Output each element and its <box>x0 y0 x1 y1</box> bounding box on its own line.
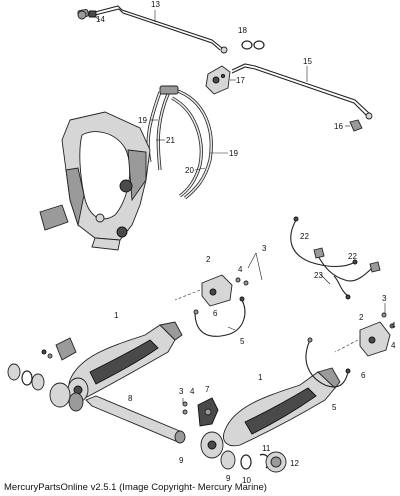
callout-17: 17 <box>236 76 245 85</box>
callout-5a: 5 <box>240 337 245 346</box>
sender-plate-right <box>334 312 395 357</box>
hoses-19-21 <box>146 85 213 200</box>
callout-labels: 13 14 18 15 17 16 19 21 19 20 22 22 23 3… <box>96 0 396 485</box>
callout-9b: 9 <box>226 474 231 483</box>
callout-16: 16 <box>334 122 343 131</box>
o-rings-18 <box>241 40 265 50</box>
callout-7: 7 <box>205 385 210 394</box>
lead-wire-left <box>193 296 246 337</box>
callout-20: 20 <box>185 166 194 175</box>
callout-6a: 6 <box>213 309 218 318</box>
fitting-14 <box>77 10 87 20</box>
leader-lines <box>93 10 386 404</box>
callout-4d: 4 <box>190 387 195 396</box>
callout-2a: 2 <box>206 255 211 264</box>
callout-23: 23 <box>314 271 323 280</box>
callout-3a: 3 <box>262 244 267 253</box>
gimbal-housing <box>39 111 151 251</box>
callout-2b: 2 <box>359 313 364 322</box>
callout-19a: 19 <box>138 116 147 125</box>
tube-15 <box>231 63 373 120</box>
callout-6b: 6 <box>361 371 366 380</box>
callout-5b: 5 <box>332 403 337 412</box>
copyright-footer: MercuryPartsOnline v2.5.1 (Image Copyrig… <box>4 482 267 493</box>
callout-19b: 19 <box>229 149 238 158</box>
callout-22a: 22 <box>300 232 309 241</box>
fitting-16 <box>349 119 363 132</box>
callout-1b: 1 <box>258 373 263 382</box>
tube-13 <box>77 5 228 54</box>
callout-10: 10 <box>242 476 251 485</box>
sender-plate-left <box>174 274 249 307</box>
pivot-stack-left <box>7 337 84 412</box>
callout-4c: 4 <box>391 341 396 350</box>
callout-12: 12 <box>290 459 299 468</box>
manifold-17 <box>205 65 231 95</box>
callout-4a: 4 <box>238 265 243 274</box>
callout-4b: 4 <box>391 321 396 330</box>
callout-11: 11 <box>262 444 271 453</box>
callout-3c: 3 <box>179 387 184 396</box>
sender-7 <box>182 397 219 427</box>
pivot-shaft-8 <box>85 395 186 444</box>
callout-8: 8 <box>128 394 133 403</box>
trim-cylinder-right <box>200 367 341 459</box>
callout-22b: 22 <box>348 252 357 261</box>
callout-1a: 1 <box>114 311 119 320</box>
trim-cylinder-left <box>67 321 183 403</box>
lead-wire-right <box>305 337 351 388</box>
callout-13: 13 <box>151 0 160 9</box>
callout-3b: 3 <box>382 294 387 303</box>
callout-14: 14 <box>96 15 105 24</box>
callout-18: 18 <box>238 26 247 35</box>
pivot-stack-right <box>220 450 287 473</box>
callout-21: 21 <box>166 136 175 145</box>
callout-9a: 9 <box>179 456 184 465</box>
harness-22-23 <box>290 216 381 300</box>
callout-15: 15 <box>303 57 312 66</box>
